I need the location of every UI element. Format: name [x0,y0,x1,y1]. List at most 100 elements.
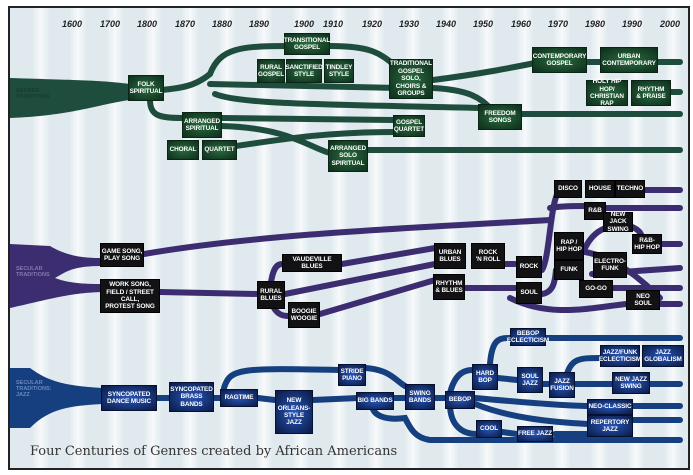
genre-node-soul-jazz: SOUL JAZZ [517,367,543,393]
jazz-streams [10,335,683,443]
genre-node-rural-gospel: RURAL GOSPEL [257,59,285,83]
sacred-streams [10,43,683,156]
year-label: 2000 [659,19,681,29]
jazz-source-funnel [10,368,102,428]
secular-traditions-label: SECULAR TRADITIONS [16,266,50,278]
genre-node-rnb-hip-hop: R&B- HIP HOP [632,234,662,254]
genre-node-neo-soul: NEO SOUL [626,290,660,310]
genre-node-contemporary-gospel: CONTEMPORARY GOSPEL [532,47,587,73]
secular-stream [547,203,587,211]
genre-node-neo-classic: NEO-CLASSIC [587,399,633,415]
secular-stream [157,289,261,297]
genre-node-hard-bop: HARD BOP [472,364,498,390]
genre-node-free-jazz: FREE JAZZ [517,426,553,442]
sacred-traditions-label: SACRED TRADITIONS [16,88,50,100]
diagram-caption: Four Centuries of Genres created by Afri… [30,444,398,459]
genre-node-traditional-gospel: TRADITIONAL GOSPEL SOLO, CHOIRS & GROUPS [389,59,433,99]
genre-node-techno: TECHNO [615,180,645,198]
sacred-stream [233,129,398,149]
year-label: 1880 [211,19,233,29]
genre-node-folk-spiritual: FOLK SPIRITUAL [128,75,164,101]
genre-node-house: HOUSE [585,180,615,198]
genre-node-tindley-style: TINDLEY STYLE [324,59,354,83]
genre-node-boogie-woogie: BOOGIE WOOGIE [288,302,320,328]
secular-stream [141,217,553,257]
jazz-stream [310,395,361,403]
genre-node-electro-funk: ELECTRO- FUNK [593,252,627,278]
sacred-source-funnel [10,78,130,118]
secular-stream [339,245,438,267]
genre-node-stride-piano: STRIDE PIANO [338,364,366,386]
year-label: 1890 [248,19,270,29]
genre-node-new-orleans-jazz: NEW ORLEANS- STYLE JAZZ [275,390,313,434]
genre-node-sanctified-style: SANCTIFIED STYLE [285,59,323,83]
sacred-stream [157,43,293,93]
year-label: 1920 [361,19,383,29]
genre-node-quartet: QUARTET [202,140,237,160]
year-label: 1950 [472,19,494,29]
genre-node-disco: DISCO [554,180,582,198]
secular-stream [282,261,438,297]
year-label: 1940 [435,19,457,29]
year-label: 1700 [99,19,121,29]
sacred-stream [147,97,185,121]
genre-node-rhythm-blues: RHYTHM & BLUES [433,274,465,300]
jazz-stream [447,401,479,437]
genre-node-game-song: GAME SONG, PLAY SONG [100,243,144,267]
secular-stream [317,277,438,317]
jazz-traditions-label: SECULAR TRADITIONS: JAZZ [16,380,52,398]
genre-node-syncopated-dance-music: SYNCOPATED DANCE MUSIC [101,385,157,411]
genre-node-jazz-fusion: JAZZ FUSION [549,372,575,398]
genre-node-ragtime: RAGTIME [220,389,258,407]
jazz-stream [255,395,278,403]
genre-node-syncopated-brass-bands: SYNCOPATED BRASS BANDS [169,382,214,412]
sacred-stream [430,59,543,83]
decade-stripe [218,8,236,468]
year-label: 1990 [621,19,643,29]
sacred-stream [207,81,403,91]
genre-node-rnb: R&B [584,202,606,220]
genre-node-rhythm-praise: RHYTHM & PRAISE [631,80,671,106]
genre-node-arranged-spiritual: ARRANGED SPIRITUAL [182,112,222,138]
genre-node-freedom-songs: FREEDOM SONGS [478,104,522,130]
genre-node-funk: FUNK [554,260,584,280]
jazz-stream [499,429,520,437]
genre-node-new-jack-swing: NEW JACK SWING [603,211,633,233]
genre-node-jazz-globalism: JAZZ GLOBALISM [642,345,684,367]
year-label: 1970 [547,19,569,29]
genre-node-urban-contemporary: URBAN CONTEMPORARY [600,47,658,73]
decade-stripe [441,8,460,468]
genre-node-swing-bands: SWING BANDS [405,384,435,410]
genre-node-arranged-solo-spiritual: ARRANGED SOLO SPIRITUAL [328,140,368,172]
jazz-stream [487,335,513,367]
genre-node-big-bands: BIG BANDS [356,392,394,410]
genre-node-bebop-eclecticism: BEBOP ECLECTICISM [506,328,550,346]
year-label: 1600 [61,19,83,29]
decade-stripe [366,8,385,468]
decade-stripe [32,8,50,468]
genre-node-bebop: BEBOP [445,391,475,409]
year-label: 1900 [293,19,315,29]
secular-source-funnel [10,244,102,308]
year-label: 1800 [136,19,158,29]
jazz-stream [472,401,591,427]
genre-node-rural-blues: RURAL BLUES [257,281,285,309]
year-label: 1930 [398,19,420,29]
genre-node-jazz-funk-eclecticism: JAZZ/FUNK ECLECTICISM [599,345,641,367]
genre-node-rap-hip-hop: RAP / HIP HOP [554,232,584,260]
genre-node-new-jazz-swing: NEW JAZZ SWING [612,372,650,394]
genre-node-rock: ROCK [516,256,542,278]
jazz-stream [369,403,683,443]
genre-streams [10,43,683,443]
genre-node-gospel-quartet: GOSPEL QUARTET [393,115,425,137]
genre-node-urban-blues: URBAN BLUES [434,243,466,269]
genre-node-holy-hip-hop: HOLY HIP HOP/ CHRISTIAN RAP [586,78,628,107]
year-label: 1960 [510,19,532,29]
jazz-stream [472,395,591,409]
genre-node-choral: CHORAL [167,140,199,160]
genre-node-work-song: WORK SONG, FIELD / STREET CALL, PROTEST … [100,279,160,313]
genre-node-go-go: GO-GO [579,280,613,298]
genre-node-vaudeville-blues: VAUDEVILLE BLUES [282,254,342,272]
